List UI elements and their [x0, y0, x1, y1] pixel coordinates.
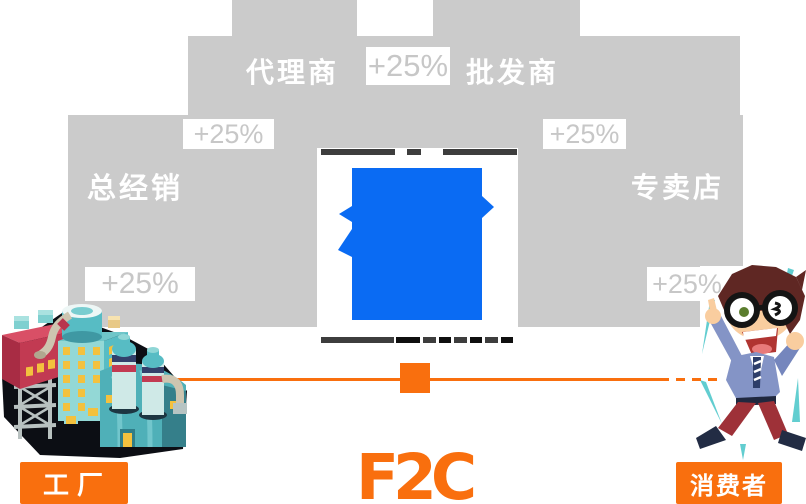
factory-label: 工厂	[20, 462, 128, 504]
arch-mid-band	[188, 36, 740, 116]
connection-node	[400, 363, 430, 393]
dashed-line-bottom	[321, 337, 513, 343]
tier-label-agent: 代理商	[246, 57, 340, 88]
consumer-label: 消费者	[676, 462, 782, 504]
tier-label-distributor: 总经销	[87, 173, 184, 205]
markup-chip-upper-right: +25%	[543, 119, 626, 149]
connection-line-dashed	[660, 378, 724, 381]
dashed-line-top	[321, 149, 517, 155]
tier-label-wholesaler: 批发商	[466, 57, 560, 88]
markup-chip-lower-right: +25%	[647, 267, 727, 301]
arch-top-right-block	[433, 0, 580, 38]
factory-illustration	[2, 304, 187, 458]
cycle-arrows-icon	[338, 168, 494, 320]
markup-chip-lower-left: +25%	[85, 267, 195, 301]
arch-top-left-block	[232, 0, 357, 38]
markup-chip-upper-left: +25%	[183, 119, 274, 149]
consumer-illustration	[696, 265, 806, 460]
markup-chip-top: +25%	[366, 47, 450, 85]
headline-f2c: F2C	[356, 441, 477, 504]
tier-label-store: 专卖店	[631, 172, 725, 203]
